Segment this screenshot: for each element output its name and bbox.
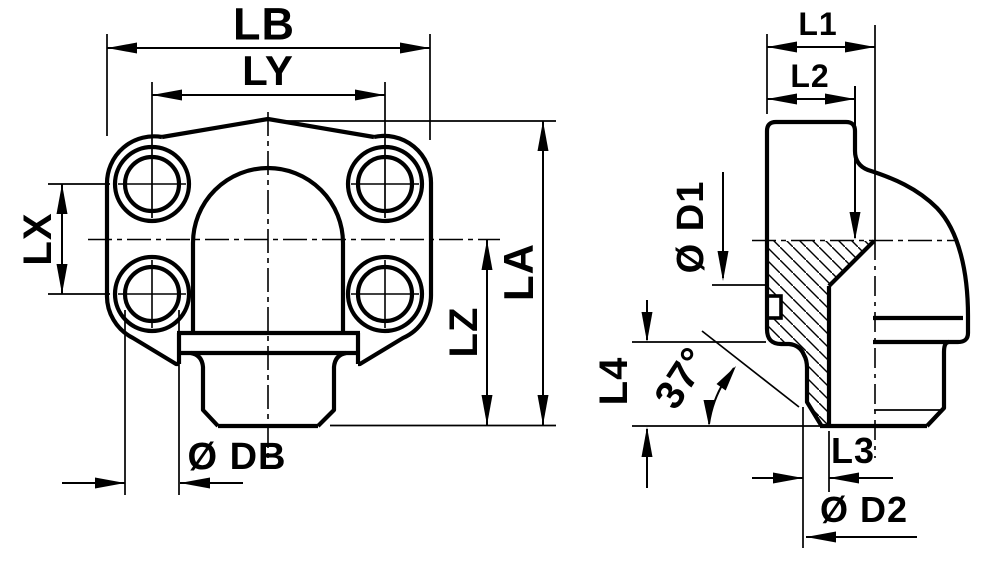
front-view bbox=[48, 34, 556, 495]
dim-label-l1: L1 bbox=[798, 6, 838, 42]
dim-label-l4: L4 bbox=[592, 356, 636, 406]
dim-label-lb: LB bbox=[233, 0, 295, 50]
side-arrowheads bbox=[641, 41, 875, 543]
dim-label-la: LA bbox=[495, 243, 542, 301]
dim-label-d1: Ø D1 bbox=[670, 180, 712, 274]
side-centerlines bbox=[752, 239, 958, 458]
dim-label-lx: LX bbox=[16, 212, 60, 266]
front-extension-lines bbox=[48, 34, 556, 495]
dim-label-d2: Ø D2 bbox=[819, 489, 909, 530]
front-centerlines bbox=[88, 112, 500, 462]
section-hatching bbox=[767, 241, 874, 426]
dim-label-lz: LZ bbox=[442, 306, 486, 358]
elbow-outline bbox=[764, 119, 971, 429]
front-dimension-lines bbox=[61, 47, 544, 484]
dim-label-l2: L2 bbox=[790, 58, 830, 94]
flange-outline bbox=[104, 116, 434, 429]
front-arrowheads bbox=[56, 42, 549, 489]
side-view bbox=[632, 25, 971, 548]
dim-label-l3: L3 bbox=[830, 430, 876, 471]
dim-label-db: Ø DB bbox=[187, 436, 287, 478]
dim-label-ly: LY bbox=[242, 47, 294, 94]
